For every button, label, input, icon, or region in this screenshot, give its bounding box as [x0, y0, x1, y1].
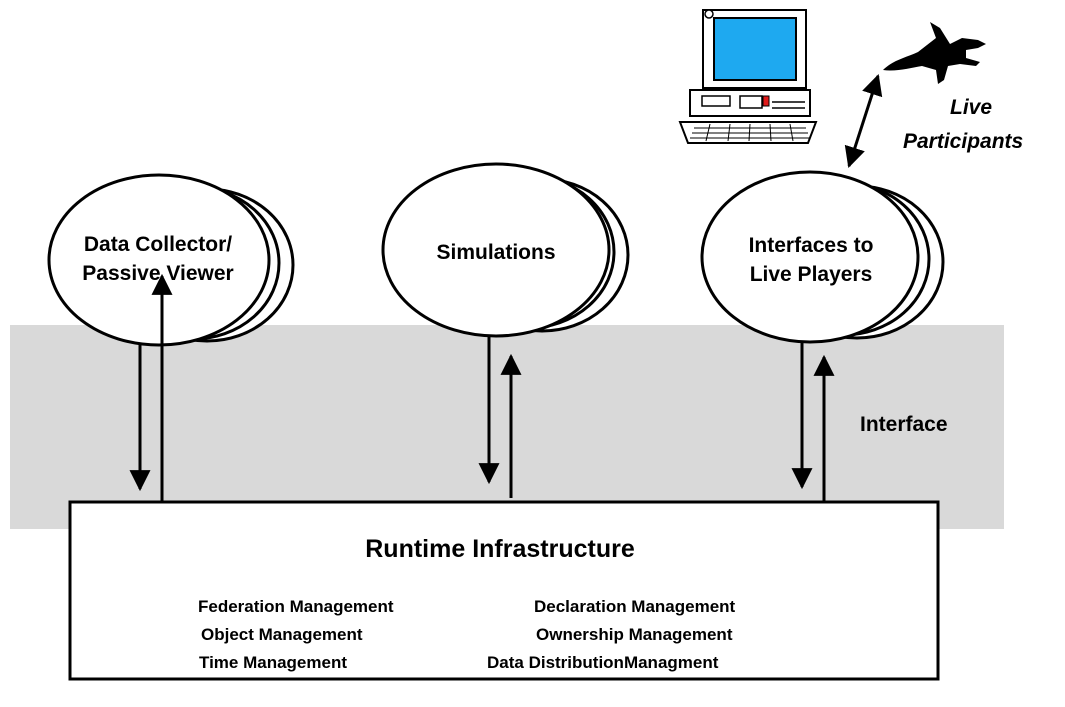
live-interfaces-label-line2: Live Players [750, 263, 873, 286]
connector-arrows [129, 74, 883, 502]
service-time-management: Time Management [199, 653, 347, 672]
interface-label: Interface [860, 413, 948, 436]
federate-simulations: Simulations [381, 162, 630, 338]
service-ownership-management: Ownership Management [536, 625, 733, 644]
live-participants-label-line2: Participants [903, 130, 1023, 153]
federate-data-collector: Data Collector/ Passive Viewer [47, 173, 295, 347]
rti-box [68, 500, 940, 681]
arrow-live-participants [844, 74, 883, 168]
fighter-jet-icon [883, 22, 986, 84]
interface-band [10, 325, 1004, 529]
simulations-label: Simulations [436, 241, 555, 264]
data-collector-label-line1: Data Collector/ [84, 233, 232, 256]
service-object-management: Object Management [201, 625, 363, 644]
rti-title: Runtime Infrastructure [365, 535, 635, 563]
service-federation-management: Federation Management [198, 597, 394, 616]
service-declaration-management: Declaration Management [534, 597, 736, 616]
service-data-distribution-management: Data DistributionManagment [487, 653, 719, 672]
computer-icon [678, 9, 818, 144]
live-participants-label-line1: Live [950, 96, 992, 119]
live-interfaces-label-line1: Interfaces to [749, 234, 874, 257]
federate-live-interfaces: Interfaces to Live Players [700, 170, 945, 344]
data-collector-label-line2: Passive Viewer [82, 262, 233, 285]
